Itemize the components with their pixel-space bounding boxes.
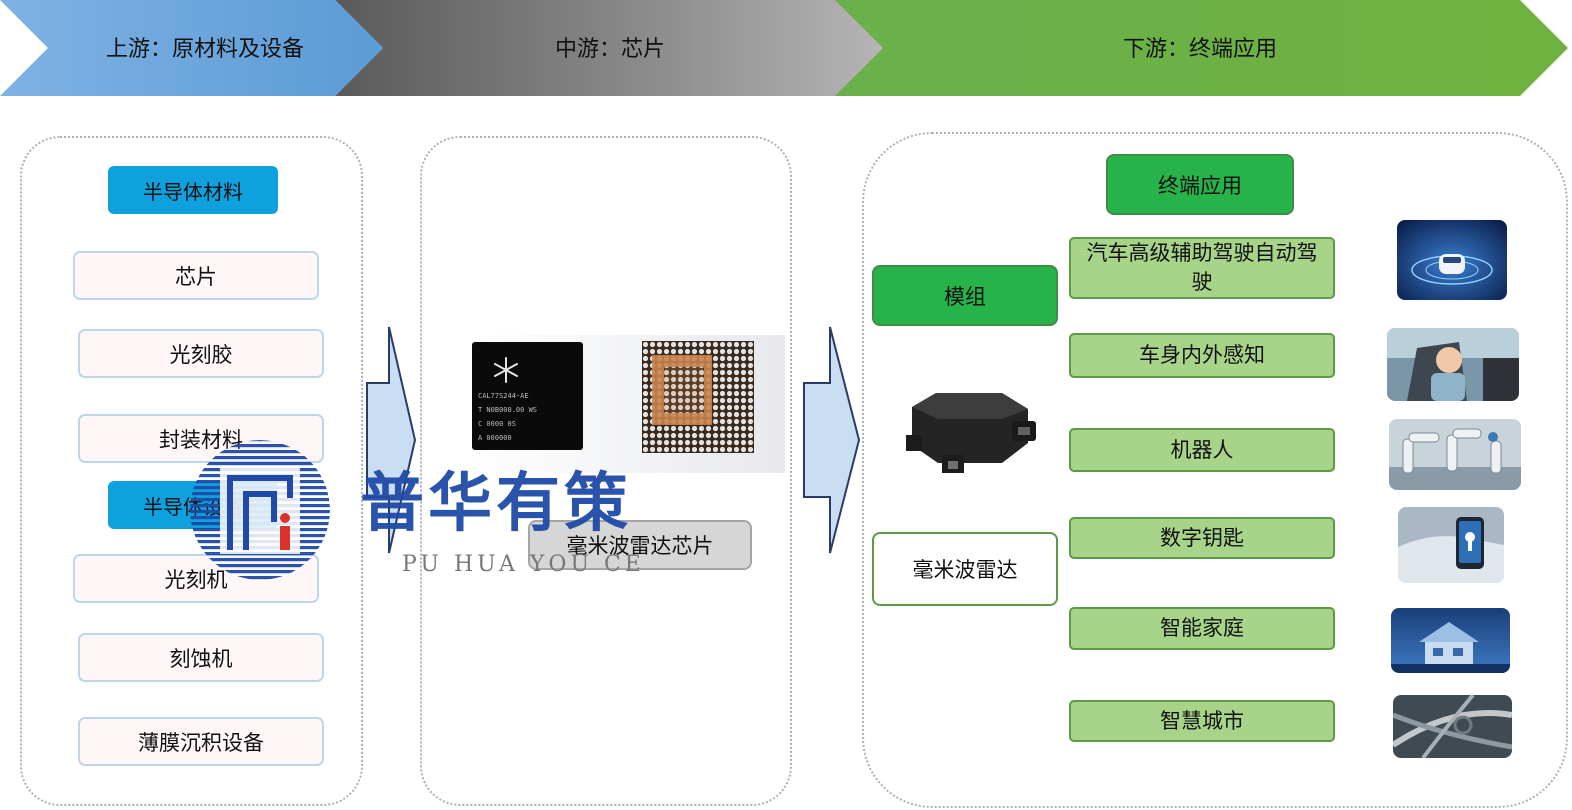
chevron-downstream [820, 0, 1568, 96]
autonomous-car-icon [1397, 220, 1507, 300]
material-item: 光刻胶 [78, 329, 324, 378]
equipment-item: 薄膜沉积设备 [78, 717, 324, 766]
stage-label-downstream: 下游：终端应用 [1122, 37, 1277, 62]
chip-bga-icon [642, 341, 754, 453]
app-item: 智慧城市 [1069, 700, 1335, 742]
module-box: 模组 [872, 265, 1058, 326]
app-item: 汽车高级辅助驾驶自动驾驶 [1069, 237, 1335, 299]
terminal-title: 终端应用 [1106, 154, 1294, 215]
puhua-logo-icon [190, 440, 330, 580]
stage-label-upstream: 上游：原材料及设备 [105, 37, 304, 62]
chip-marking: C 0000 0S [478, 420, 516, 428]
robot-arm-icon [1389, 419, 1521, 490]
watermark-pinyin: PU HUA YOU CE [402, 552, 645, 577]
watermark-name: 普华有策 [360, 467, 632, 541]
digital-key-icon [1398, 507, 1504, 583]
chip-marking: A 000000 [478, 434, 512, 442]
smart-city-icon [1393, 695, 1512, 758]
stage-label-midstream: 中游：芯片 [554, 37, 665, 62]
child-seat-icon [1387, 328, 1519, 401]
radar-module-icon [906, 393, 1036, 473]
chip-marking: T N0B000.00 WS [478, 406, 538, 414]
snowflake-logo-icon [494, 357, 518, 383]
midstream-panel [420, 136, 792, 806]
equipment-item: 刻蚀机 [78, 633, 324, 682]
flow-arrow-icon [366, 326, 417, 554]
radar-box: 毫米波雷达 [872, 532, 1058, 606]
material-item: 芯片 [73, 251, 319, 300]
downstream-panel [862, 132, 1568, 808]
upstream-panel [20, 136, 363, 806]
chip-marking: CAL77S244-AE [478, 392, 529, 400]
chip-label-box: 毫米波雷达芯片 [528, 520, 752, 570]
app-item: 车身内外感知 [1069, 333, 1335, 378]
smart-home-icon [1391, 608, 1510, 673]
app-item: 机器人 [1069, 428, 1335, 472]
chip-black-icon: CAL77S244-AE T N0B000.00 WS C 0000 0S A … [472, 342, 583, 450]
flow-arrow-icon [803, 326, 861, 554]
materials-title: 半导体材料 [108, 166, 278, 214]
app-item: 数字钥匙 [1069, 517, 1335, 559]
chevron-upstream [0, 0, 383, 96]
chevron-midstream [335, 0, 883, 96]
stage-header [0, 0, 1568, 96]
app-item: 智能家庭 [1069, 607, 1335, 650]
